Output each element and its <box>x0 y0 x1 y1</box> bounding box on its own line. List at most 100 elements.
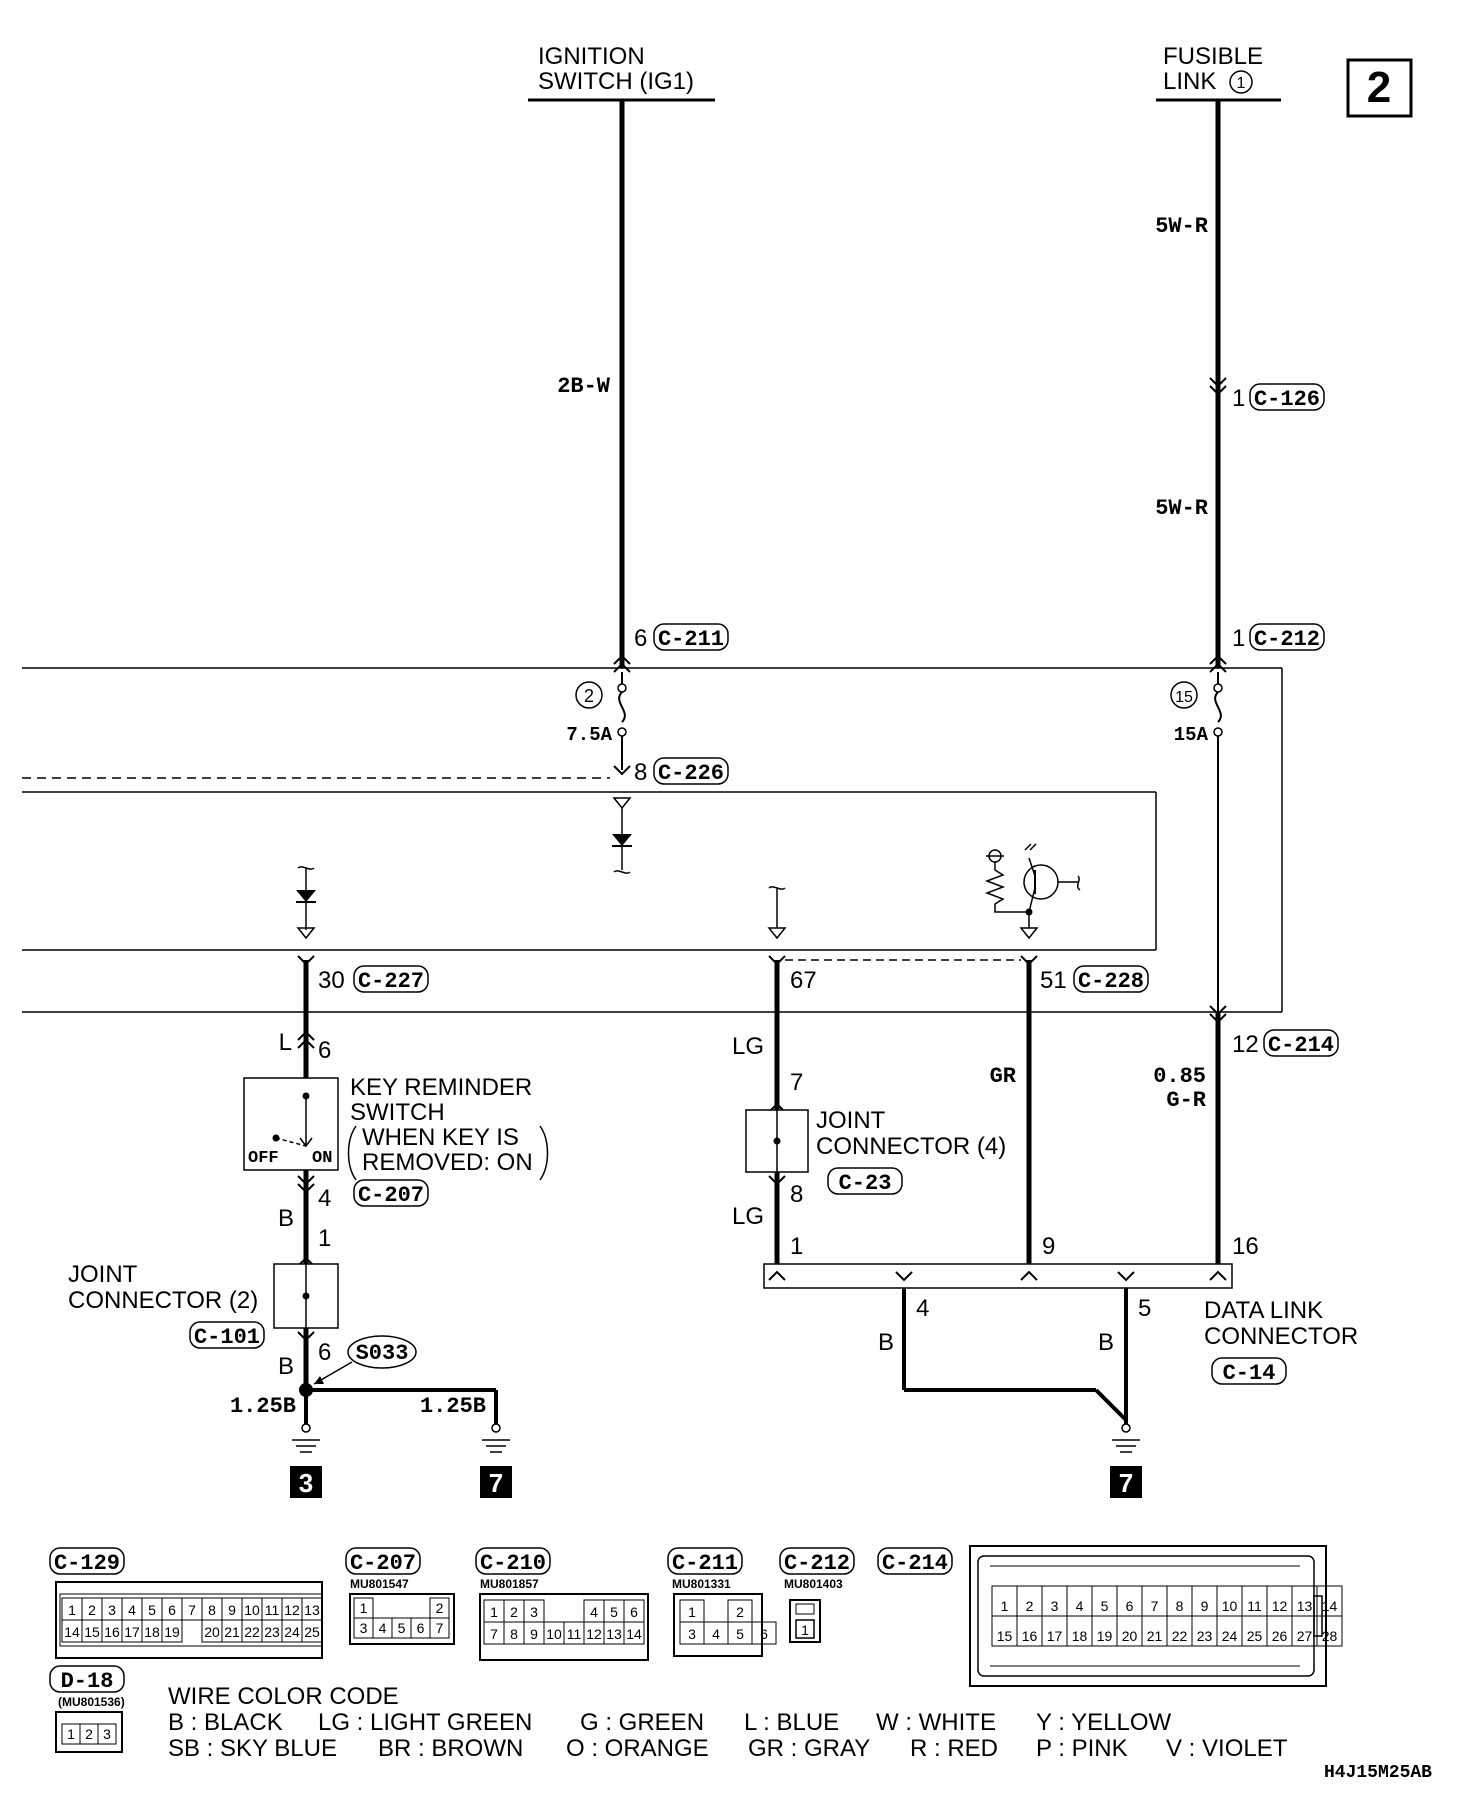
connector-pin-number: 3 <box>108 1602 116 1618</box>
key-paren-left <box>347 1125 357 1181</box>
connector-pin-number: 12 <box>284 1602 300 1618</box>
connector-pin-number: 1 <box>490 1604 498 1620</box>
wire-color-entry: BR : BROWN <box>378 1735 523 1762</box>
c226-chevron <box>613 765 631 776</box>
wire-0-85: 0.85 <box>1153 1064 1206 1089</box>
connector-pin-number: 10 <box>244 1602 260 1618</box>
c207-tag <box>345 1547 421 1575</box>
connector-pin-number: 5 <box>736 1626 744 1642</box>
connector-pin-number: 2 <box>436 1600 444 1616</box>
d18-part: (MU801536) <box>58 1695 125 1709</box>
wire-color-entry: P : PINK <box>1036 1735 1128 1762</box>
key-switch-arrow <box>299 1137 313 1148</box>
ground-3-box <box>290 1466 322 1498</box>
connector-pin-number: 17 <box>1047 1628 1063 1644</box>
connector-pin <box>301 1619 323 1643</box>
ground-7-a: 7 <box>489 1468 503 1498</box>
ground-3: 3 <box>299 1468 313 1498</box>
connector-pin-number: 13 <box>304 1602 320 1618</box>
c211-part: MU801331 <box>672 1577 731 1591</box>
connector-pin-number: 3 <box>103 1726 111 1742</box>
connector-pin-number: 14 <box>64 1624 80 1640</box>
c126-box <box>1249 383 1325 411</box>
connector-pin-number: 3 <box>530 1604 538 1620</box>
wire-b-key: B <box>278 1205 294 1232</box>
connector-pin-number: 18 <box>144 1624 160 1640</box>
connector-pin-number: 5 <box>398 1620 406 1636</box>
connector-pin-number: 4 <box>590 1604 598 1620</box>
wire-2b-w: 2B-W <box>557 374 611 399</box>
connector-pin-number: 16 <box>104 1624 120 1640</box>
connector-pin-number: 2 <box>510 1604 518 1620</box>
c227-label: C-227 <box>358 969 424 994</box>
fuse15-terminal-bottom <box>1213 727 1223 737</box>
c211-tag <box>667 1547 743 1575</box>
connector-pin <box>429 1617 450 1639</box>
connector-pin-number: 7 <box>188 1602 196 1618</box>
c211-chevron <box>613 654 631 673</box>
ground-terminal-2 <box>491 1423 501 1433</box>
connector-pin <box>751 1621 777 1645</box>
dlc-chevron-1 <box>768 1270 786 1281</box>
fuse2-terminal-bottom <box>617 727 627 737</box>
connector-pin-number: 4 <box>712 1626 720 1642</box>
fuse2-terminal-top <box>617 683 627 693</box>
fusible-label-2: LINK <box>1163 68 1216 95</box>
c228-label: C-228 <box>1078 969 1144 994</box>
c14-box <box>1211 1357 1287 1385</box>
connector-pin-number: 1 <box>68 1602 76 1618</box>
connector-pin-number: 20 <box>204 1624 220 1640</box>
connector-pin-number: 8 <box>1176 1598 1184 1614</box>
ecu-output-arrow-4 <box>1019 927 1039 940</box>
dlc-label-2: CONNECTOR <box>1204 1323 1358 1350</box>
joint4-pin-bottom: 8 <box>790 1181 803 1208</box>
key-reminder-switch <box>243 1077 339 1171</box>
connector-pin-number: 12 <box>586 1626 602 1642</box>
connector-pin-number: 28 <box>1322 1628 1338 1644</box>
fuse15-rating: 15A <box>1174 724 1209 746</box>
connector-pin-number: 7 <box>436 1620 444 1636</box>
fusible-label-1: FUSIBLE <box>1163 43 1263 70</box>
fuse15-terminal-top <box>1213 683 1223 693</box>
connector-pin-number: 6 <box>168 1602 176 1618</box>
connector-pin-number: 6 <box>417 1620 425 1636</box>
joint4-node <box>773 1137 781 1145</box>
wire-color-entry: LG : LIGHT GREEN <box>318 1709 532 1736</box>
connector-pin-number: 6 <box>760 1626 768 1642</box>
dlc-chevron-4 <box>895 1271 913 1282</box>
connector-pin-number: 8 <box>208 1602 216 1618</box>
joint4-label-2: CONNECTOR (4) <box>816 1133 1006 1160</box>
c226-label: C-226 <box>658 761 724 786</box>
dlc-pin-9: 9 <box>1042 1233 1055 1260</box>
key-off-label: OFF <box>248 1149 279 1168</box>
key-chevron-bottom <box>297 1175 315 1194</box>
connector-pin-number: 27 <box>1297 1628 1313 1644</box>
connector-pin-number: 20 <box>1122 1628 1138 1644</box>
fuse15-element <box>1214 691 1222 723</box>
connector-pin-number: 3 <box>1051 1598 1059 1614</box>
fuse2-rating: 7.5A <box>566 724 612 746</box>
connector-pin-number: 14 <box>1322 1598 1338 1614</box>
ignition-label-1: IGNITION <box>538 43 645 70</box>
connector-pin-number: 21 <box>1147 1628 1163 1644</box>
wire-color-entry: W : WHITE <box>876 1709 996 1736</box>
connector-pin-number: 6 <box>1126 1598 1134 1614</box>
c212-title: C-212 <box>784 1551 850 1576</box>
connector-pin-number: 5 <box>148 1602 156 1618</box>
connector-pin-number: 4 <box>379 1620 387 1636</box>
diagram-code: H4J15M25AB <box>1324 1763 1432 1783</box>
fuse2-circle <box>575 681 603 709</box>
c214-box <box>1263 1029 1339 1057</box>
wire-b-joint2: B <box>278 1353 294 1380</box>
c126-label: C-126 <box>1254 387 1320 412</box>
connector-pin-number: 4 <box>128 1602 136 1618</box>
key-paren-right <box>539 1125 549 1181</box>
ecu-output-arrow-2 <box>296 927 316 940</box>
wire-color-entry: B : BLACK <box>168 1709 283 1736</box>
c214-tag <box>877 1547 953 1575</box>
connector-pin-number: 5 <box>610 1604 618 1620</box>
page-number: 2 <box>1367 63 1391 112</box>
ecu-transistor-c <box>1028 857 1036 877</box>
